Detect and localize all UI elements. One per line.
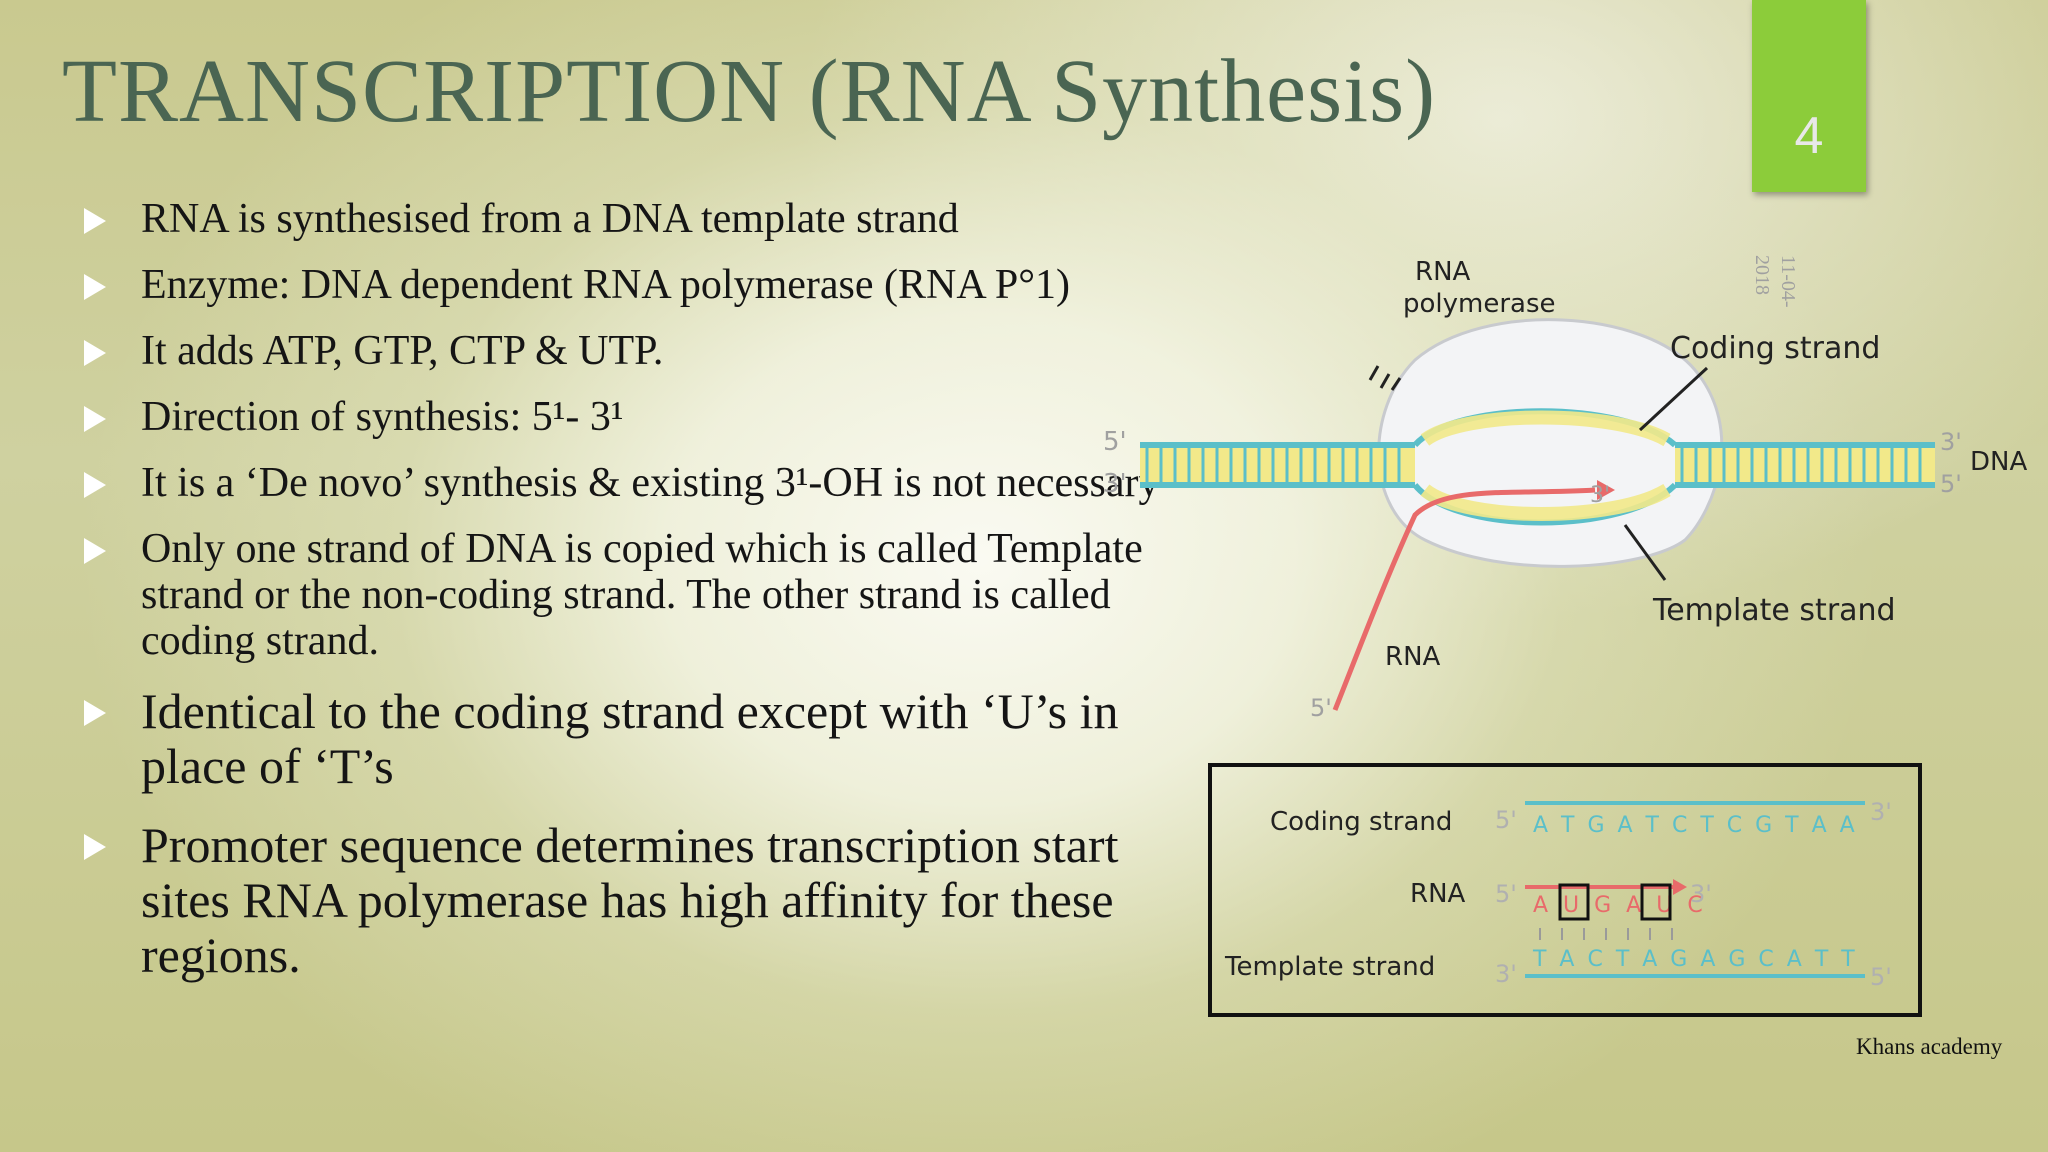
rna-label: RNA [1385, 642, 1441, 672]
bullet-list: RNA is synthesised from a DNA template s… [80, 196, 1190, 1007]
seq-rna-label: RNA [1410, 879, 1466, 909]
template-strand-label: Template strand [1652, 593, 1896, 628]
sequence-box [1208, 763, 1922, 1017]
seq-coding-5prime: 5' [1495, 806, 1517, 834]
bullet-item: Direction of synthesis: 5¹- 3¹ [80, 394, 1190, 440]
bullet-text: RNA is synthesised from a DNA template s… [141, 196, 959, 242]
seq-coding-3prime: 3' [1870, 798, 1892, 826]
bullet-text: Only one strand of DNA is copied which i… [141, 526, 1143, 664]
seq-template-label: Template strand [1224, 952, 1435, 982]
seq-rna-5prime: 5' [1495, 880, 1517, 908]
bullet-arrow-icon [84, 406, 106, 432]
slide-title: TRANSCRIPTION (RNA Synthesis) [62, 42, 1437, 141]
bullet-text: Direction of synthesis: 5¹- 3¹ [141, 394, 624, 440]
coding-sequence: A T G A T C T C G T A A [1533, 813, 1858, 838]
rna-polymerase-label-1: RNA [1415, 257, 1471, 287]
bullet-arrow-icon [84, 700, 106, 726]
bullet-arrow-icon [84, 472, 106, 498]
bullet-text: Promoter sequence determines transcripti… [141, 817, 1119, 983]
bullet-item: It is a ‘De novo’ synthesis & existing 3… [80, 460, 1190, 506]
bullet-item: Enzyme: DNA dependent RNA polymerase (RN… [80, 262, 1190, 308]
bullet-arrow-icon [84, 208, 106, 234]
bullet-text: Enzyme: DNA dependent RNA polymerase (RN… [141, 262, 1070, 308]
uracil-highlight-1 [1558, 883, 1590, 921]
seq-rna-3prime: 3' [1690, 880, 1712, 908]
image-credit: Khans academy [1856, 1034, 2003, 1059]
dna-right-rungs [1680, 448, 1922, 482]
uracil-highlight-2 [1640, 883, 1672, 921]
bullet-text: It is a ‘De novo’ synthesis & existing 3… [141, 460, 1160, 506]
rna-polymerase-label-2: polymerase [1403, 289, 1556, 319]
rna-strand [1332, 487, 1596, 711]
rna-3prime: 3' [1590, 483, 1610, 508]
template-sequence: T A C T A G A G C A T T [1532, 947, 1858, 972]
bullet-item: It adds ATP, GTP, CTP & UTP. [80, 328, 1190, 374]
dna-label: DNA [1970, 447, 2027, 477]
slide-number: 4 [1794, 107, 1824, 165]
dna-right-3prime: 3' [1940, 428, 1962, 456]
bullet-item: Promoter sequence determines transcripti… [80, 818, 1190, 983]
bullet-arrow-icon [84, 538, 106, 564]
bullet-item: Identical to the coding strand except wi… [80, 684, 1190, 794]
slide-number-badge: 4 [1752, 0, 1866, 192]
date-line-1: 11-04- [1777, 255, 1799, 308]
seq-template-3prime: 3' [1495, 960, 1517, 988]
date-line-2: 2018 [1751, 255, 1773, 295]
dna-left-3prime: 3' [1103, 469, 1127, 499]
dna-right-segment [1675, 442, 1935, 488]
bullet-arrow-icon [84, 834, 106, 860]
rna-arrowhead [1597, 480, 1615, 500]
dna-right-5prime: 5' [1940, 470, 1962, 498]
bullet-text: It adds ATP, GTP, CTP & UTP. [141, 328, 664, 374]
transcription-diagram: 5' 3' 3' 5' 3' 5' RNA polymerase Coding … [1103, 257, 2027, 1017]
rna-5prime: 5' [1310, 694, 1332, 722]
bullet-item: Only one strand of DNA is copied which i… [80, 526, 1190, 664]
dna-left-5prime: 5' [1103, 427, 1127, 457]
seq-coding-label: Coding strand [1270, 807, 1452, 837]
bullet-text: Identical to the coding strand except wi… [141, 683, 1119, 794]
dna-left-rungs [1145, 448, 1401, 482]
slide-date: 11-04- 2018 [1746, 255, 1802, 335]
bullet-arrow-icon [84, 340, 106, 366]
seq-template-5prime: 5' [1870, 963, 1892, 991]
dna-left-segment [1140, 442, 1415, 488]
bullet-item: RNA is synthesised from a DNA template s… [80, 196, 1190, 242]
bullet-arrow-icon [84, 274, 106, 300]
coding-strand-label: Coding strand [1670, 331, 1880, 366]
